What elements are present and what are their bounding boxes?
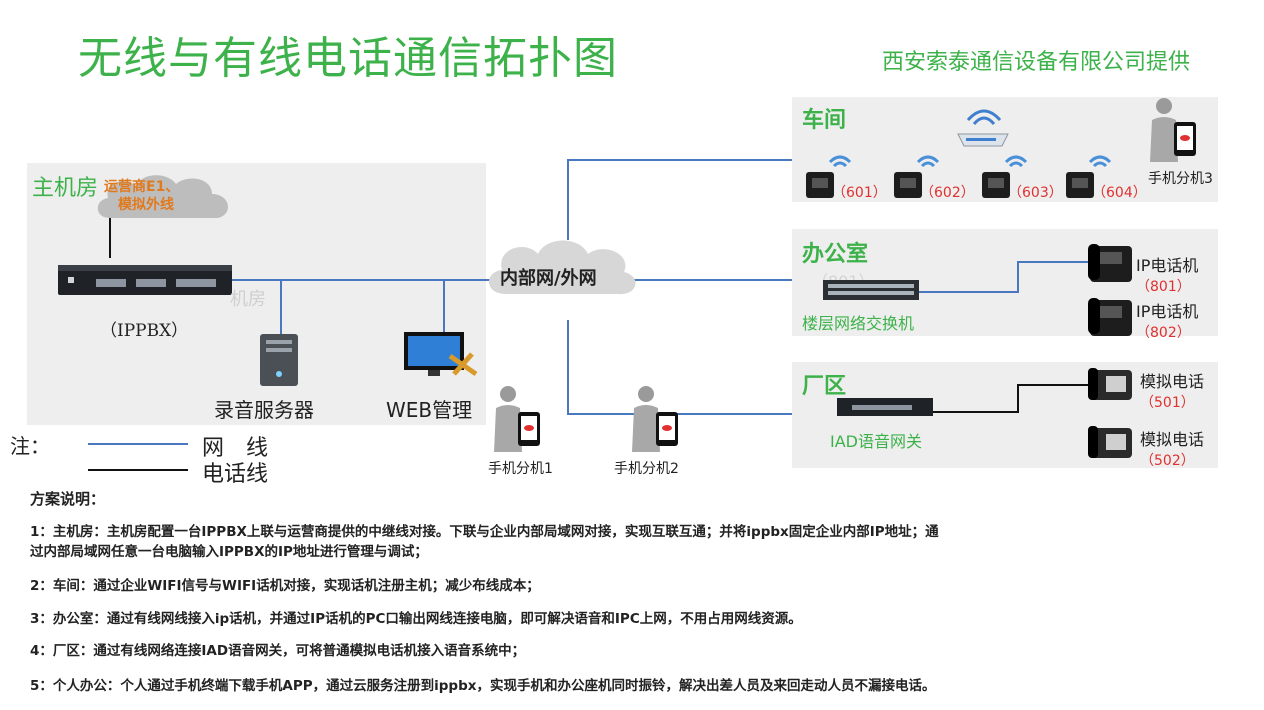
analog-phone-502-icon [1088,426,1132,458]
wifi-phone-icon [894,155,940,198]
mobile-user-2-icon [632,386,678,452]
note-5: 5：个人办公：个人通过手机终端下载手机APP，通过云服务注册到ippbx，实现手… [30,678,936,694]
ip-phone-802-label: IP电话机 [1136,302,1199,321]
wifi-phone-601: （601） [804,148,887,201]
workshop-label: 车间 [802,108,847,133]
analog-phone-501-icon [1088,368,1132,400]
pbx-ghost-text: 机房 [230,289,266,310]
note-1a: 1：主机房：主机房配置一台IPPBX上联与运营商提供的中继线对接。下联与企业内部… [30,524,939,540]
analog-phone-502-label: 模拟电话 [1140,430,1205,449]
note-1b: 过内部局域网任意一台电脑输入IPPBX的IP地址进行管理与调试； [30,544,428,560]
provider-credit: 西安索泰通信设备有限公司提供 [882,50,1191,75]
mobile-2-label: 手机分机2 [614,461,679,477]
network-wire-factory [567,320,792,415]
network-cloud-icon [488,240,636,295]
carrier-line-1: 运营商E1、 [104,179,180,195]
legend-prefix: 注： [10,434,50,458]
carrier-line-2: 模拟外线 [118,197,174,213]
floor-switch-icon [823,280,919,300]
wifi-phone-603: （603） [980,148,1063,201]
floor-switch-label: 楼层网络交换机 [802,314,915,333]
wifi-router-icon [957,109,1009,147]
extension-603: （603） [1008,185,1063,201]
wifi-phone-icon [806,155,852,198]
page-title: 无线与有线电话通信拓扑图 [78,33,618,84]
notes-heading: 方案说明： [30,490,106,508]
ip-phone-801-label: IP电话机 [1136,256,1199,275]
analog-phone-502-extension: （502） [1140,453,1195,469]
factory-label: 厂区 [802,374,847,399]
mobile-1-label: 手机分机1 [488,461,553,477]
ip-phone-802-icon [1088,298,1132,336]
iad-gateway-label: IAD语音网关 [830,432,922,451]
legend-network-swatch [88,443,188,445]
mobile-3-label: 手机分机3 [1148,171,1213,187]
ip-phone-801-extension: （801） [1136,279,1191,295]
iad-gateway-icon [837,398,933,416]
office-label: 办公室 [802,242,869,267]
analog-phone-501-extension: （501） [1140,395,1195,411]
extension-601: （601） [832,185,887,201]
wifi-phone-icon [982,155,1028,198]
wifi-phone-602: （602） [892,148,975,201]
phone-wire-analog [932,384,1090,413]
note-3: 3：办公室：通过有线网线接入ip话机，并通过IP话机的PC口输出网线连接电脑，即… [30,611,802,627]
legend-phone-label: 电话线 [202,462,269,487]
carrier-cloud-icon [97,175,229,218]
network-wire-office-phones [918,261,1090,293]
ippbx-device-icon [58,265,232,295]
analog-phone-501-label: 模拟电话 [1140,372,1205,391]
mobile-user-1-icon [494,386,540,452]
recorder-server-icon [260,334,298,386]
wifi-phone-icon [1066,155,1112,198]
main-room-label: 主机房 [32,176,99,201]
legend-network-label: 网 线 [202,436,269,461]
ip-phone-801-icon [1088,244,1132,282]
wifi-phone-604: （604） [1064,148,1147,201]
web-monitor-icon [404,332,478,377]
extension-604: （604） [1092,185,1147,201]
note-2: 2：车间：通过企业WIFI信号与WIFI话机对接，实现话机注册主机；减少布线成本… [30,578,540,594]
recorder-server-label: 录音服务器 [214,398,314,422]
network-wire-workshop [567,159,792,240]
extension-602: （602） [920,185,975,201]
legend-phone-swatch [88,469,188,471]
ip-phone-802-extension: （802） [1136,325,1191,341]
cloud-label: 内部网/外网 [500,268,597,289]
mobile-user-3-icon [1150,98,1196,162]
web-management-label: WEB管理 [386,398,473,422]
note-4: 4：厂区：通过有线网络连接IAD语音网关，可将普通模拟电话机接入语音系统中； [30,643,526,659]
ippbx-label: （IPPBX） [100,321,189,341]
